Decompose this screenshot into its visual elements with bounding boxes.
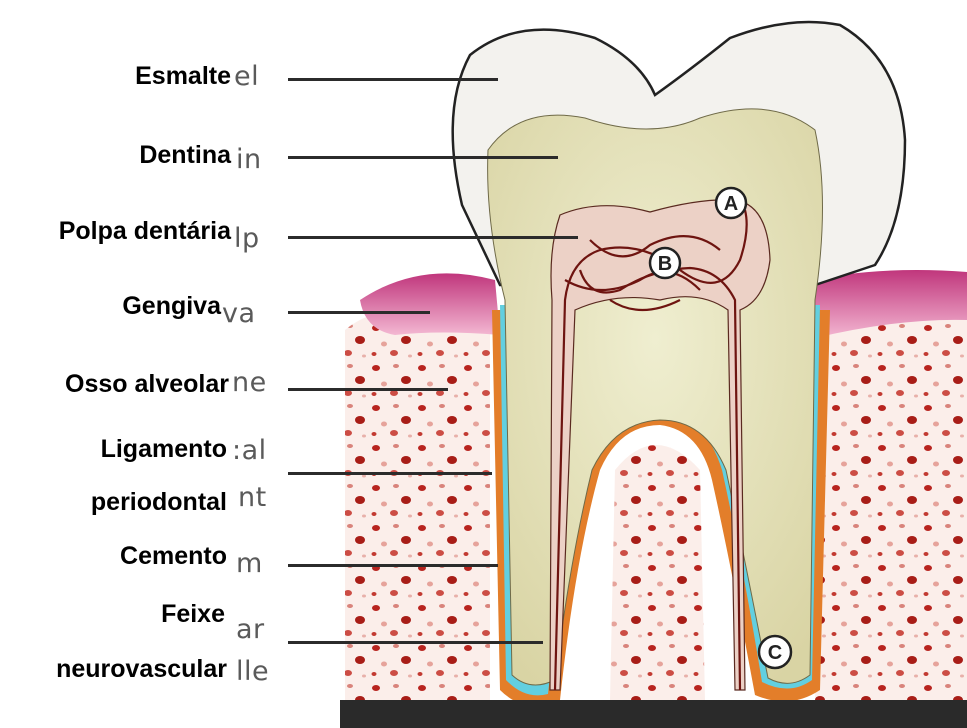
label-ligamento-ghost: :al — [232, 437, 267, 464]
label-ligamento: Ligamento — [101, 437, 227, 462]
marker-a: A — [716, 188, 746, 218]
leader-esmalte — [288, 78, 498, 81]
marker-c: C — [759, 636, 791, 668]
alveolar-bone-interradicular — [610, 445, 705, 700]
label-polpa-ghost: lp — [234, 225, 260, 252]
svg-text:B: B — [658, 253, 672, 275]
leader-cemento — [288, 564, 498, 567]
label-cemento-ghost: m — [236, 550, 263, 577]
gingiva-left — [360, 273, 500, 335]
label-osso-ghost: ne — [232, 369, 267, 396]
alveolar-bone-right — [805, 300, 967, 700]
label-feixe-ghost: ar — [236, 616, 265, 643]
leader-ligamento — [288, 472, 492, 475]
svg-text:A: A — [724, 193, 738, 215]
label-neurovascular-ghost: lle — [236, 658, 269, 685]
leader-feixe — [288, 641, 543, 644]
leader-dentina — [288, 156, 558, 159]
label-periodontal: periodontal — [91, 490, 227, 515]
leader-gengiva — [288, 311, 430, 314]
label-gengiva: Gengiva — [122, 294, 221, 319]
svg-text:C: C — [768, 642, 782, 664]
label-dentina-ghost: in — [236, 146, 262, 173]
label-esmalte-ghost: el — [234, 63, 259, 90]
baseline-shadow — [340, 700, 967, 728]
label-neurovascular: neurovascular — [56, 657, 227, 682]
label-periodontal-ghost: nt — [238, 484, 267, 511]
label-feixe: Feixe — [161, 602, 225, 627]
leader-polpa — [288, 236, 578, 239]
label-gengiva-ghost: va — [222, 300, 256, 327]
label-dentina: Dentina — [139, 143, 231, 168]
label-esmalte: Esmalte — [135, 64, 231, 89]
label-polpa-dentaria: Polpa dentária — [59, 219, 231, 244]
leader-osso — [288, 388, 448, 391]
label-osso-alveolar: Osso alveolar — [65, 372, 229, 397]
marker-b: B — [650, 248, 680, 278]
label-cemento: Cemento — [120, 544, 227, 569]
